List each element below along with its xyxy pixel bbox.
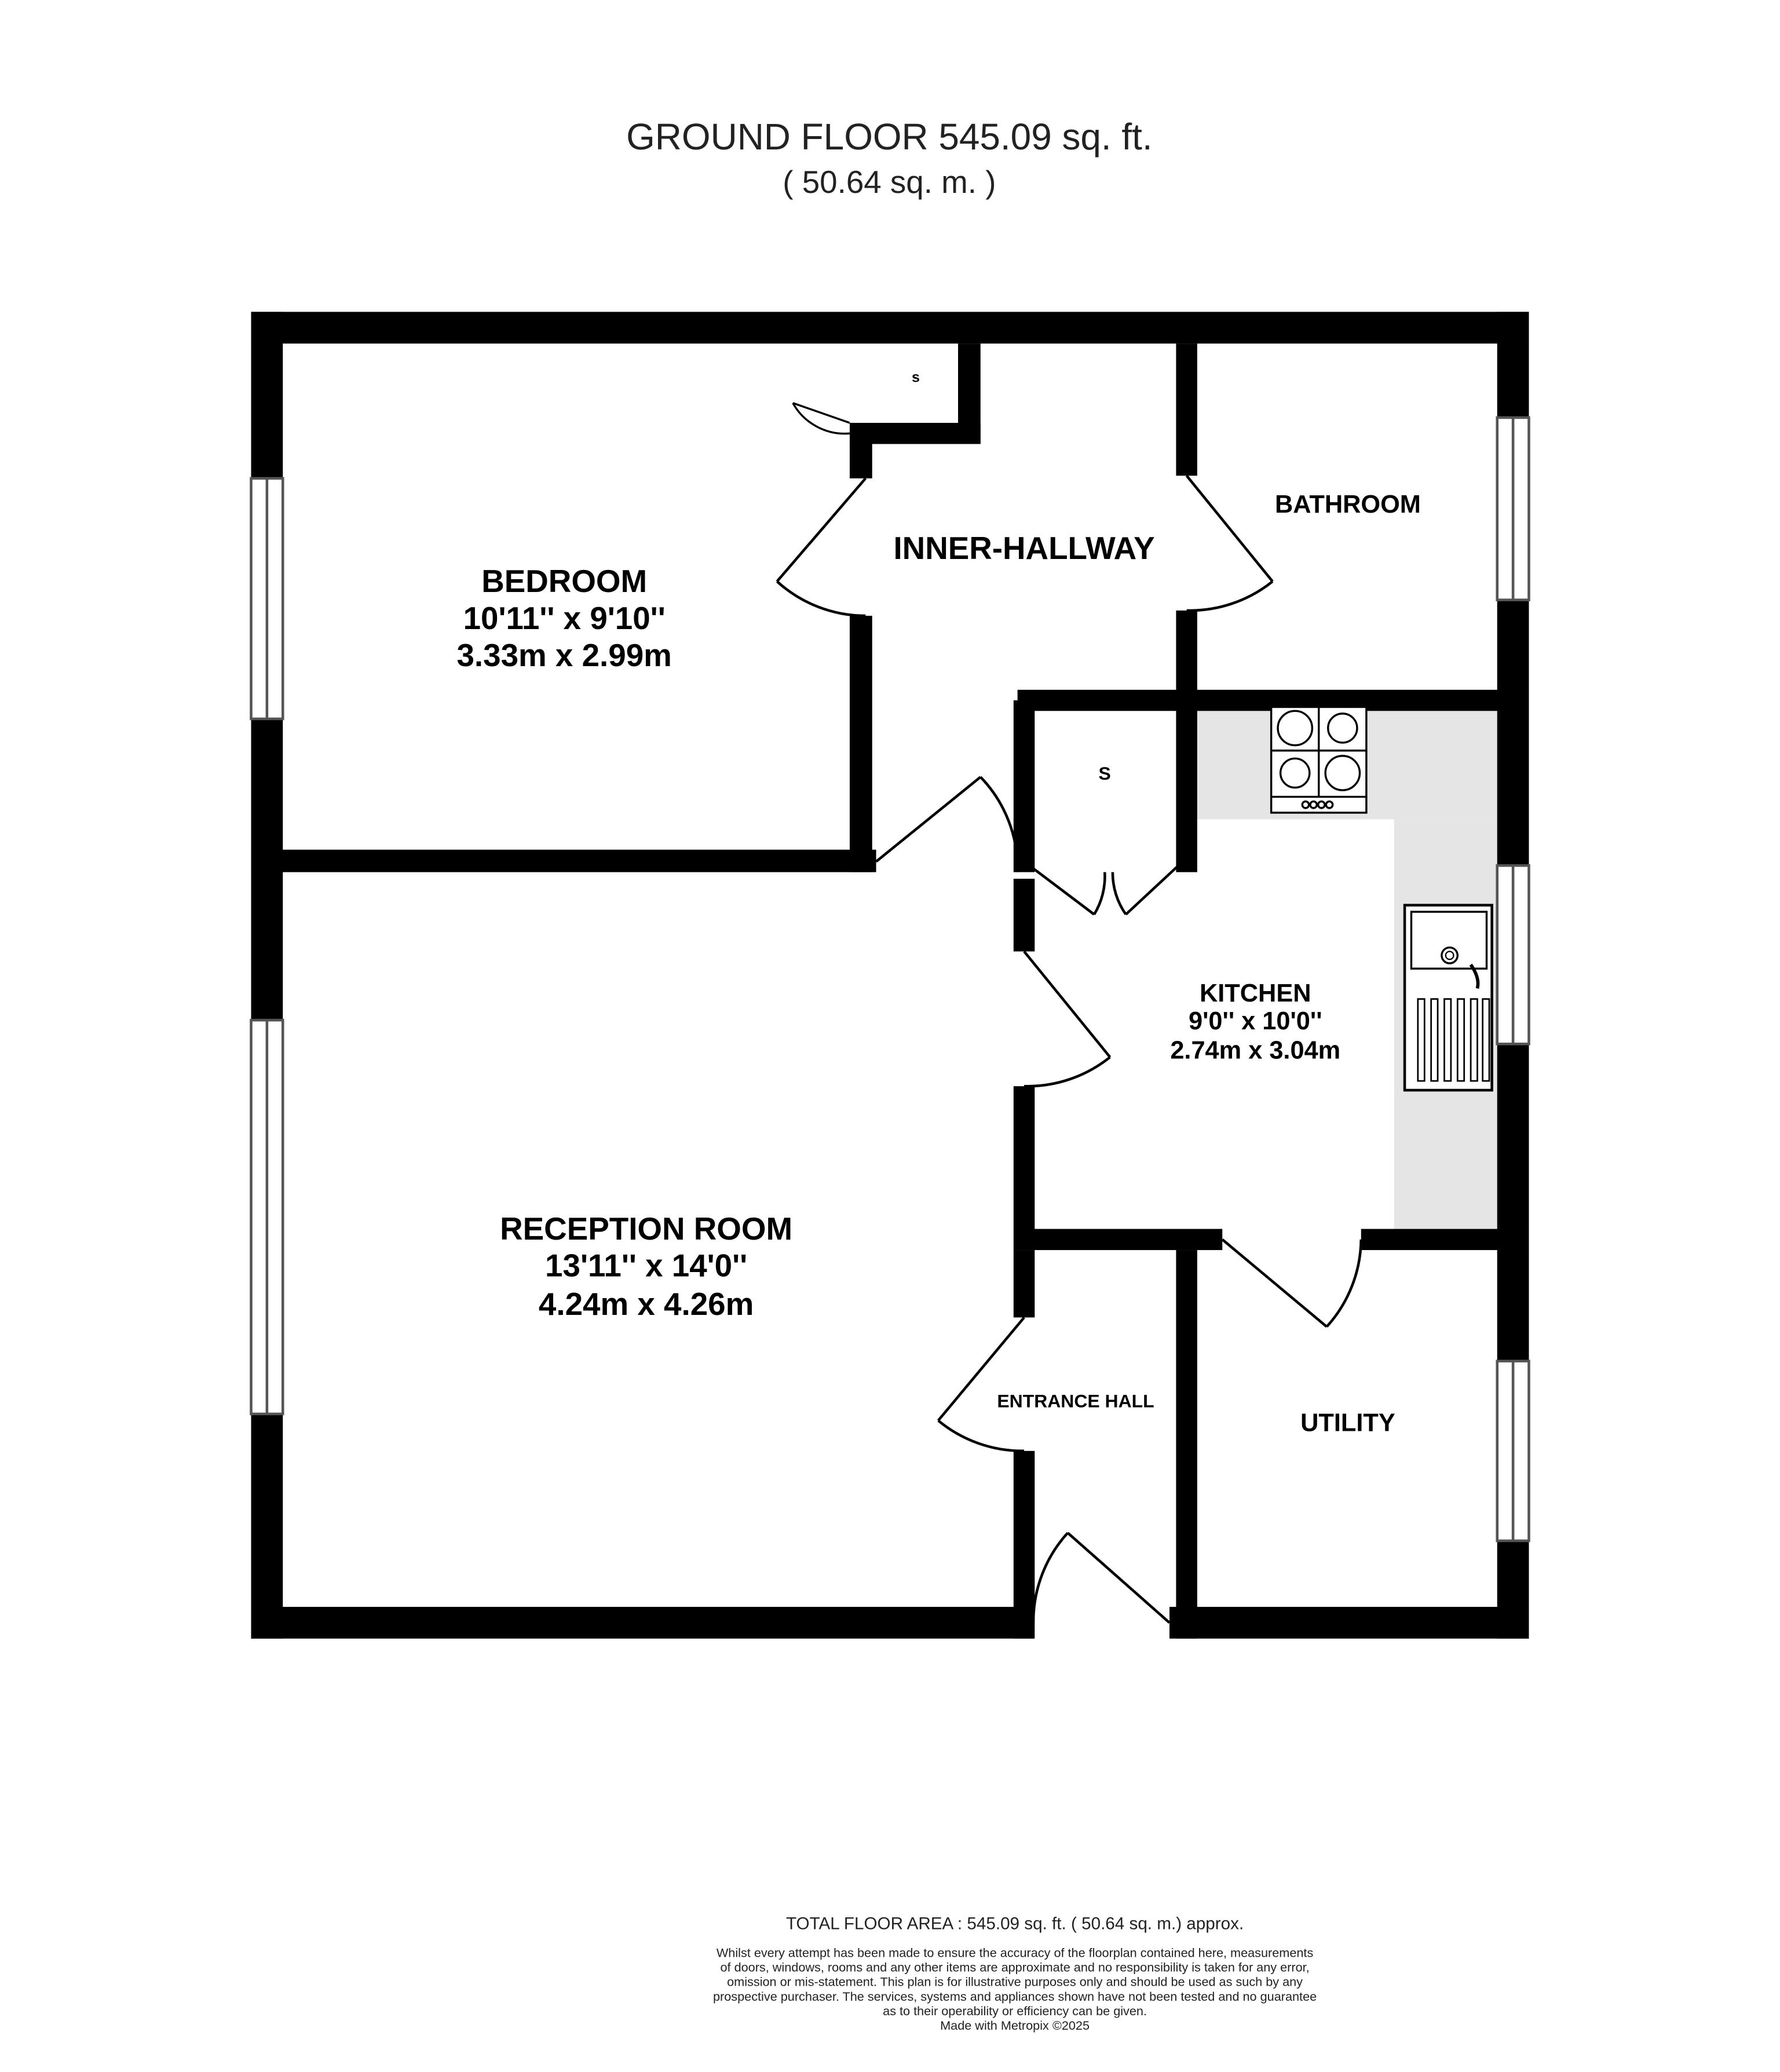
- footer: TOTAL FLOOR AREA : 545.09 sq. ft. ( 50.6…: [713, 1914, 1317, 2033]
- room-name: RECEPTION ROOM: [500, 1211, 792, 1247]
- utility-door: [1221, 1238, 1363, 1328]
- hob-icon: [1270, 706, 1368, 814]
- room-entrance-hall: ENTRANCE HALL: [997, 1391, 1154, 1412]
- room-bedroom: BEDROOM 10'11'' x 9'10'' 3.33m x 2.99m: [456, 563, 671, 673]
- cupboard-door-right: [1111, 860, 1184, 916]
- disclaimer-line: of doors, windows, rooms and any other i…: [721, 1960, 1310, 1975]
- disclaimer-line: Whilst every attempt has been made to en…: [717, 1946, 1314, 1960]
- room-name: BEDROOM: [481, 563, 647, 599]
- room-metric: 4.24m x 4.26m: [539, 1286, 754, 1322]
- reception-bedroom-door: [875, 776, 1019, 872]
- floor-subtitle: ( 50.64 sq. m. ): [783, 164, 996, 200]
- room-metric: 3.33m x 2.99m: [456, 637, 671, 673]
- room-bathroom: BATHROOM: [1275, 491, 1421, 518]
- bedroom-door: [776, 477, 867, 617]
- windows: [250, 416, 1530, 1543]
- room-metric: 2.74m x 3.04m: [1170, 1036, 1340, 1064]
- floor-title: GROUND FLOOR 545.09 sq. ft.: [626, 116, 1153, 158]
- room-imperial: 13'11'' x 14'0'': [545, 1248, 747, 1284]
- credit: Made with Metropix ©2025: [940, 2018, 1090, 2033]
- cupboard-door-left: [1023, 860, 1106, 916]
- room-inner-hallway: INNER-HALLWAY: [893, 530, 1154, 566]
- room-storage: S: [1099, 763, 1111, 784]
- sink-icon: [1403, 904, 1493, 1092]
- room-name: KITCHEN: [1200, 980, 1311, 1007]
- storage-door: [792, 402, 850, 435]
- room-utility: UTILITY: [1300, 1409, 1395, 1437]
- entrance-hall-door: [937, 1316, 1025, 1453]
- room-imperial: 9'0'' x 10'0'': [1189, 1007, 1322, 1035]
- kitchen-door: [1023, 951, 1112, 1088]
- front-door: [1032, 1532, 1171, 1624]
- room-imperial: 10'11'' x 9'10'': [463, 600, 666, 636]
- room-kitchen: KITCHEN 9'0'' x 10'0'' 2.74m x 3.04m: [1170, 980, 1340, 1064]
- doors: [776, 402, 1363, 1624]
- room-reception: RECEPTION ROOM 13'11'' x 14'0'' 4.24m x …: [500, 1211, 792, 1322]
- bathroom-door: [1185, 474, 1274, 612]
- disclaimer-line: omission or mis-statement. This plan is …: [727, 1975, 1303, 1989]
- disclaimer-line: as to their operability or efficiency ca…: [883, 2004, 1147, 2018]
- disclaimer-line: prospective purchaser. The services, sys…: [713, 1989, 1317, 2004]
- total-floor-area: TOTAL FLOOR AREA : 545.09 sq. ft. ( 50.6…: [786, 1914, 1244, 1934]
- room-storage: s: [912, 369, 920, 385]
